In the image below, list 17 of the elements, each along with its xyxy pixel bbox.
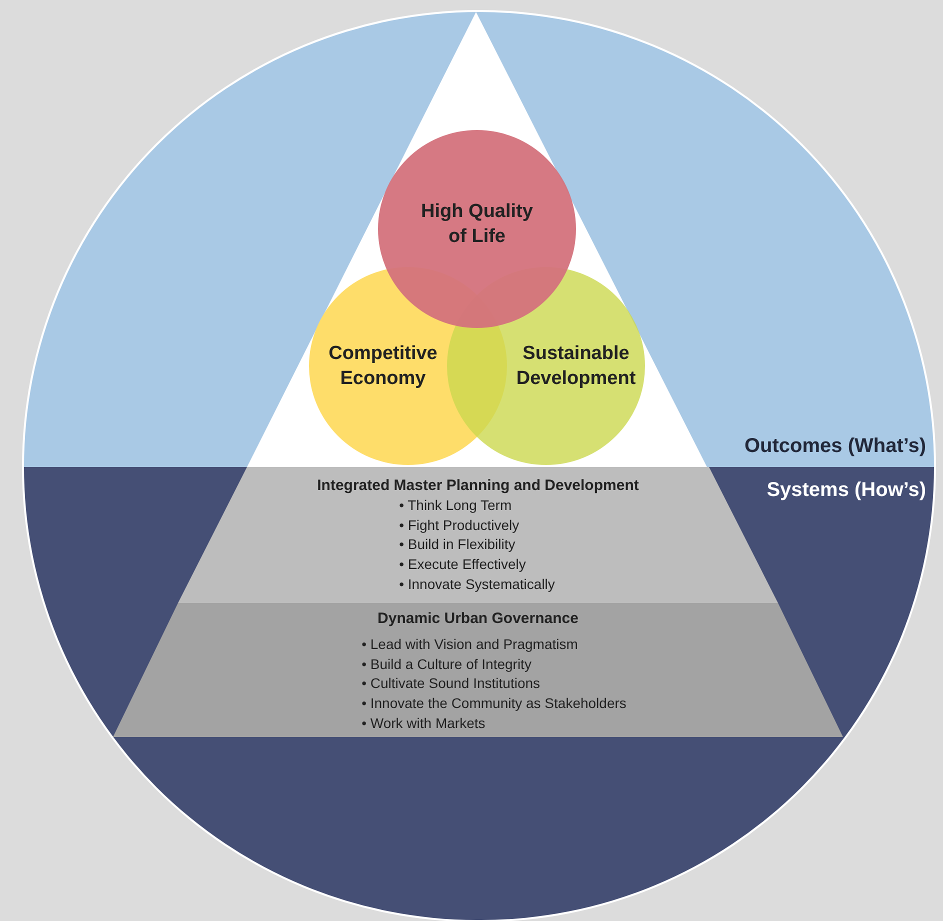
bullet-item: • Work with Markets (362, 714, 486, 733)
circle-label: High Quality of Life (420, 200, 534, 249)
bullet-item: • Cultivate Sound Institutions (362, 674, 542, 694)
bullet-item: • Fight Productively (399, 516, 520, 535)
bullet-item: • Execute Effectively (399, 555, 527, 574)
bullet-item: • Build a Culture of Integrity (362, 654, 532, 674)
section-label: Systems (How’s) (766, 478, 926, 503)
bullet-item: • Innovate the Community as Stakeholders (362, 694, 626, 714)
tier-heading: Integrated Master Planning and Development (317, 476, 639, 496)
tier-heading: Dynamic Urban Governance (378, 609, 578, 629)
bullet-item: • Think Long Term (399, 496, 513, 515)
bullet-item: • Innovate Systematically (399, 574, 555, 594)
circle-label: Sustainable Development (515, 342, 637, 391)
circle-label: Competitive Economy (328, 342, 438, 391)
section-label: Outcomes (What’s) (744, 434, 926, 459)
bullet-item: • Lead with Vision and Pragmatism (362, 635, 579, 654)
bullet-item: • Build in Flexibility (399, 535, 516, 554)
